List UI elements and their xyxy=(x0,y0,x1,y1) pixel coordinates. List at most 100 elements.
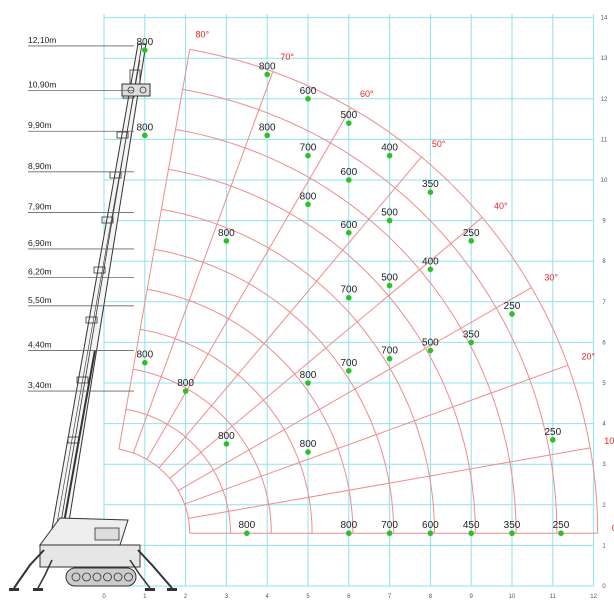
load-value-label: 800 xyxy=(259,122,276,133)
load-value-label: 350 xyxy=(422,179,439,190)
x-tick-label: 5 xyxy=(306,594,310,600)
outrigger-leg-right-rear xyxy=(129,559,151,589)
load-point xyxy=(386,152,393,159)
track-roller-icon xyxy=(113,572,123,582)
y-tick-label: 4 xyxy=(602,422,606,428)
load-point xyxy=(244,530,250,537)
load-value-label: 800 xyxy=(300,191,317,202)
load-value-label: 800 xyxy=(177,378,194,389)
load-point xyxy=(142,132,148,139)
load-point xyxy=(427,347,434,354)
load-point xyxy=(223,441,230,447)
load-point xyxy=(558,530,564,537)
load-value-label: 400 xyxy=(422,256,439,267)
load-point xyxy=(509,311,515,317)
load-point xyxy=(468,530,475,537)
load-point xyxy=(346,177,352,183)
x-tick-label: 4 xyxy=(266,594,270,600)
y-tick-label: 6 xyxy=(602,340,606,346)
angle-label: 70° xyxy=(280,52,294,62)
boom-length-label: 8,90m xyxy=(28,161,52,171)
angle-label: 10° xyxy=(604,436,614,446)
x-tick-label: 10 xyxy=(509,594,516,600)
load-value-label: 400 xyxy=(381,143,398,154)
load-point xyxy=(182,388,189,394)
radius-arc xyxy=(118,448,191,534)
luffing-cylinder xyxy=(59,349,96,546)
load-value-label: 250 xyxy=(504,301,521,312)
boom-length-label: 6,90m xyxy=(28,238,52,248)
boom-section-joint xyxy=(93,266,106,274)
y-tick-label: 11 xyxy=(601,137,608,143)
load-value-label: 700 xyxy=(340,285,357,296)
load-point xyxy=(142,47,148,53)
angle-line xyxy=(132,71,274,454)
outrigger-pad xyxy=(167,588,177,591)
load-point xyxy=(264,132,271,139)
load-point xyxy=(468,238,475,244)
angle-labels: 0°10°20°30°40°50°60°70°80° xyxy=(195,29,614,533)
load-value-label: 500 xyxy=(381,273,398,284)
load-value-label: 450 xyxy=(463,520,480,531)
outrigger-pad xyxy=(33,588,43,591)
angle-label: 0° xyxy=(612,523,614,533)
load-value-label: 800 xyxy=(136,122,153,133)
x-tick-label: 3 xyxy=(225,594,229,600)
y-tick-label: 7 xyxy=(602,300,606,306)
load-value-label: 250 xyxy=(463,228,480,239)
angle-label: 80° xyxy=(195,29,209,39)
radius-arc xyxy=(189,48,599,534)
load-point xyxy=(427,189,434,195)
angle-label: 20° xyxy=(581,352,595,362)
load-point xyxy=(386,530,393,537)
load-point xyxy=(386,217,393,224)
load-point xyxy=(346,368,352,374)
y-tick-label: 14 xyxy=(601,16,608,22)
load-point xyxy=(468,339,475,346)
crane-cab xyxy=(94,527,120,541)
load-point xyxy=(305,449,311,455)
boom-section-joint xyxy=(116,131,129,139)
outrigger-leg-left-rear xyxy=(37,559,53,589)
y-tick-label: 0 xyxy=(602,584,606,590)
load-point xyxy=(142,359,148,366)
load-value-label: 700 xyxy=(340,358,357,369)
y-tick-label: 9 xyxy=(602,219,606,225)
load-value-label: 800 xyxy=(259,61,276,72)
crane-body xyxy=(39,544,141,568)
y-tick-label: 5 xyxy=(602,381,606,387)
boom-length-label: 5,50m xyxy=(28,295,52,305)
load-value-label: 800 xyxy=(218,228,235,239)
load-point xyxy=(305,152,311,159)
boom-length-label: 6,20m xyxy=(28,266,52,276)
track-roller-icon xyxy=(92,572,102,582)
boom-length-label: 9,90m xyxy=(28,120,52,130)
load-value-label: 500 xyxy=(340,110,357,121)
angle-line xyxy=(188,447,591,519)
load-value-label: 800 xyxy=(218,431,235,442)
outrigger-pad xyxy=(9,588,19,591)
crane-illustration xyxy=(9,43,177,591)
load-value-label: 600 xyxy=(340,167,357,178)
load-value-label: 800 xyxy=(300,439,317,450)
x-tick-label: 6 xyxy=(347,594,351,600)
angle-line xyxy=(177,287,532,492)
track-roller-icon xyxy=(71,572,81,582)
angle-line xyxy=(158,156,422,469)
load-value-label: 600 xyxy=(340,220,357,231)
boom-length-label: 7,90m xyxy=(28,201,52,211)
outrigger-pad xyxy=(145,588,155,591)
load-value-label: 700 xyxy=(300,143,317,154)
load-point xyxy=(223,238,230,244)
load-point xyxy=(550,437,556,443)
load-point xyxy=(305,201,311,208)
boom-section-joint xyxy=(85,316,98,324)
load-value-label: 700 xyxy=(381,520,398,531)
load-value-label: 700 xyxy=(381,346,398,357)
load-value-label: 350 xyxy=(504,520,521,531)
load-value-label: 600 xyxy=(300,86,317,97)
boom-length-label: 12,10m xyxy=(28,35,56,45)
y-tick-label: 10 xyxy=(601,178,608,184)
x-tick-label: 0 xyxy=(102,594,106,600)
angle-label: 60° xyxy=(360,89,374,99)
